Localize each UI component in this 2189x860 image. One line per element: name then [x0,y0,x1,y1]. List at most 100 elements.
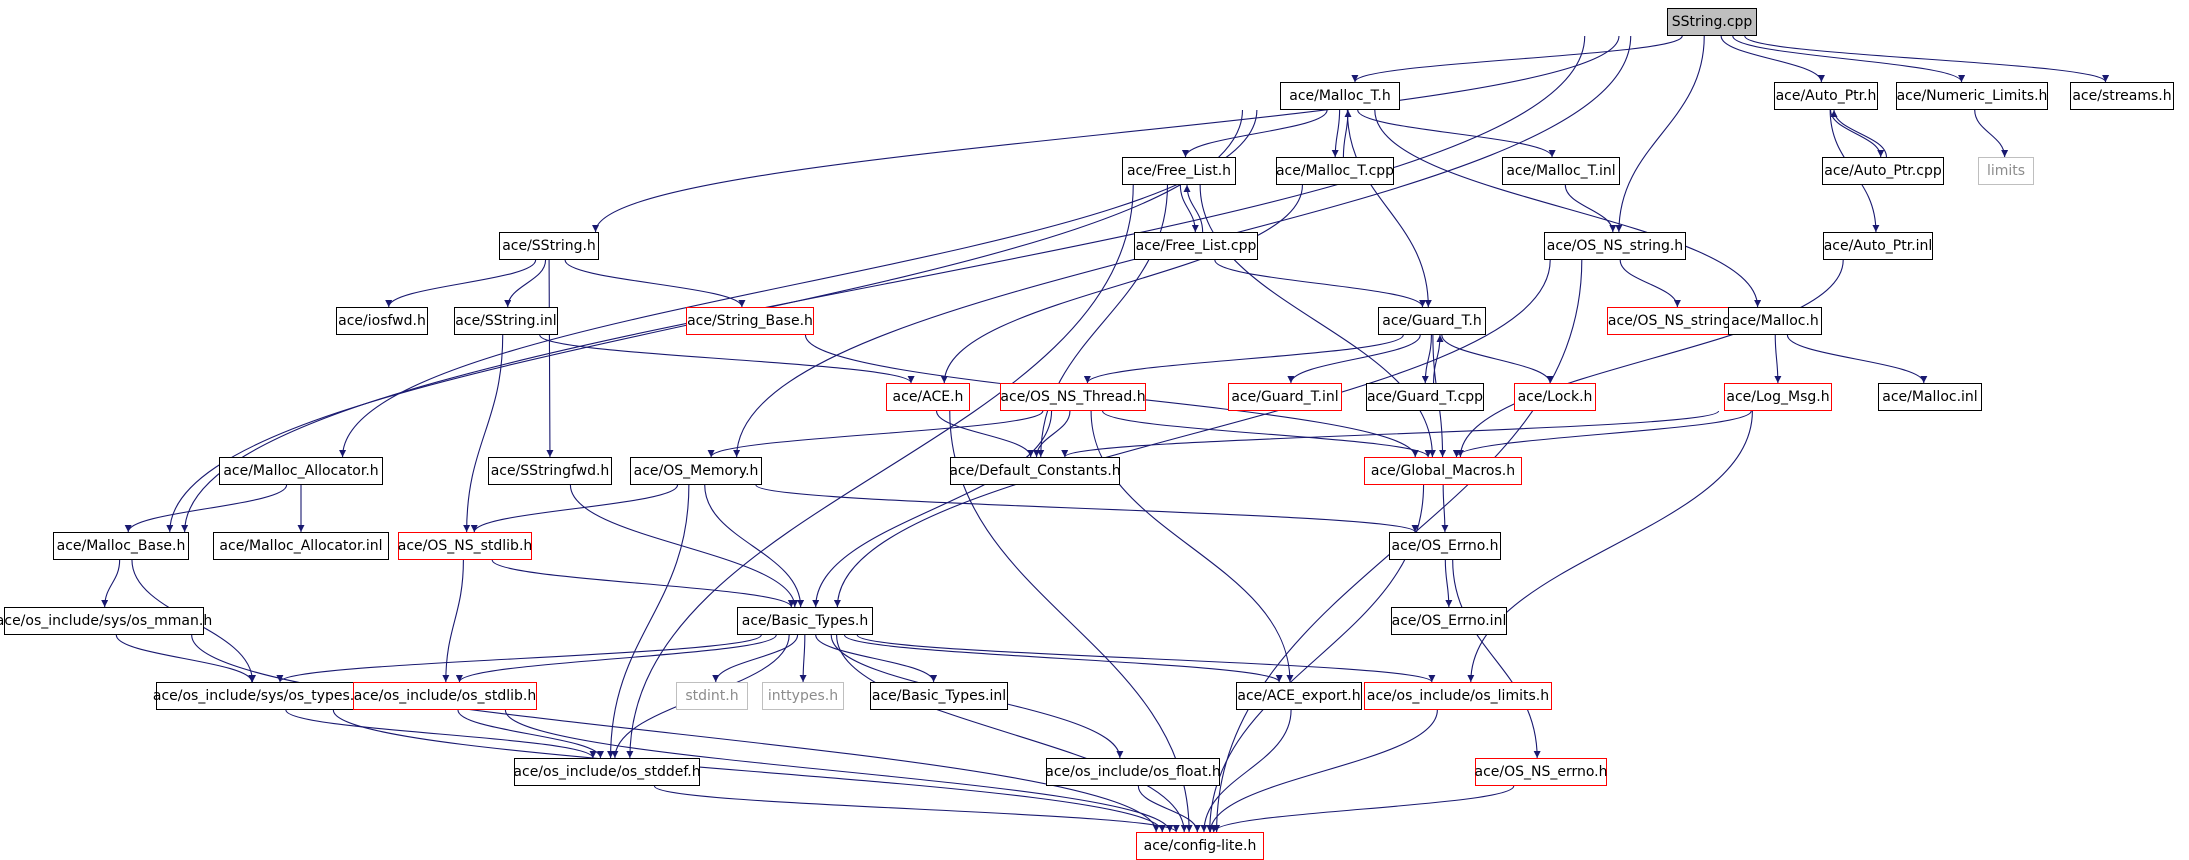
edge-free-list-cpp-to-free-list-h [1183,184,1204,233]
edge-os-stdlib-h-to-os-stddef-h [457,709,604,759]
node-os-ns-stdlib-h[interactable]: ace/OS_NS_stdlib.h [398,532,532,560]
edge-os-limits-h-to-config-lite-h [1206,709,1438,833]
edge-os-ns-errno-h-to-config-lite-h [1210,785,1515,833]
edge-os-memory-h-to-basic-types-h [704,484,805,608]
edge-log-msg-h-to-os-limits-h [1467,410,1753,683]
node-malloc-base-h[interactable]: ace/Malloc_Base.h [53,532,189,560]
node-guard-t-inl[interactable]: ace/Guard_T.inl [1228,383,1342,411]
node-ace-export-h[interactable]: ace/ACE_export.h [1236,682,1362,710]
node-root: SString.cpp [1667,8,1757,36]
node-auto-ptr-inl[interactable]: ace/Auto_Ptr.inl [1823,232,1933,260]
node-os-stddef-h[interactable]: ace/os_include/os_stddef.h [513,758,701,786]
edge-guard-t-cpp-to-guard-t-h [1433,334,1444,384]
node-malloc-t-h[interactable]: ace/Malloc_T.h [1280,82,1400,110]
node-os-ns-errno-h[interactable]: ace/OS_NS_errno.h [1474,758,1608,786]
edge-malloc-t-h-to-free-list-h [1181,109,1328,158]
edge-free-list-h-to-default-constants-h [1037,184,1169,458]
node-malloc-t-inl[interactable]: ace/Malloc_T.inl [1502,157,1620,185]
edge-os-errno-h-to-os-ns-errno-h [1452,559,1541,759]
node-global-macros-h[interactable]: ace/Global_Macros.h [1364,457,1522,485]
node-os-limits-h[interactable]: ace/os_include/os_limits.h [1364,682,1552,710]
node-string-base-h[interactable]: ace/String_Base.h [686,307,814,335]
edge-os-stdlib-h-to-config-lite-h [504,709,1174,833]
node-free-list-h[interactable]: ace/Free_List.h [1122,157,1236,185]
node-config-lite-h[interactable]: ace/config-lite.h [1136,832,1264,860]
edge-malloc-allocator-h-to-malloc-base-h [124,484,288,533]
node-auto-ptr-cpp[interactable]: ace/Auto_Ptr.cpp [1822,157,1944,185]
node-guard-t-cpp[interactable]: ace/Guard_T.cpp [1366,383,1484,411]
edge-free-list-h-to-os-stddef-h [626,184,1134,759]
node-streams-h[interactable]: ace/streams.h [2070,82,2174,110]
node-os-types-h[interactable]: ace/os_include/sys/os_types.h [153,682,363,710]
node-os-stdlib-h[interactable]: ace/os_include/os_stdlib.h [353,682,537,710]
node-free-list-cpp[interactable]: ace/Free_List.cpp [1134,232,1258,260]
edge-malloc-h-to-log-msg-h [1774,334,1782,384]
node-os-ns-thread-h[interactable]: ace/OS_NS_Thread.h [1000,383,1146,411]
edge-os-ns-string-h-to-basic-types-h [833,259,1551,608]
node-sstring-h[interactable]: ace/SString.h [499,232,599,260]
edge-guard-t-h-to-guard-t-inl [1287,334,1421,384]
node-malloc-t-cpp[interactable]: ace/Malloc_T.cpp [1276,157,1394,185]
node-iosfwd-h[interactable]: ace/iosfwd.h [336,307,428,335]
node-os-errno-h[interactable]: ace/OS_Errno.h [1389,532,1501,560]
node-stdint-h: stdint.h [676,682,748,710]
edge-free-list-h-to-free-list-cpp [1179,184,1199,233]
node-malloc-allocator-inl[interactable]: ace/Malloc_Allocator.inl [213,532,389,560]
node-sstring-inl[interactable]: ace/SString.inl [454,307,558,335]
edge-log-msg-h-to-global-macros-h [1453,410,1752,458]
node-malloc-inl[interactable]: ace/Malloc.inl [1878,383,1982,411]
edge-os-ns-thread-h-to-ace-export-h [1090,410,1294,683]
edge-sstring-h-to-sstringfwd-h [546,259,554,458]
edge-malloc-t-h-to-malloc-h [1374,109,1762,308]
node-auto-ptr-h[interactable]: ace/Auto_Ptr.h [1774,82,1878,110]
edge-guard-t-h-to-lock-h [1441,334,1554,384]
node-os-float-h[interactable]: ace/os_include/os_float.h [1045,758,1221,786]
node-malloc-h[interactable]: ace/Malloc.h [1728,307,1822,335]
edge-os-ns-thread-h-to-basic-types-h [812,410,1053,608]
edge-free-list-cpp-to-guard-t-h [1214,259,1426,308]
node-basic-types-h[interactable]: ace/Basic_Types.h [737,607,873,635]
edge-basic-types-h-to-os-limits-h [856,634,1436,683]
node-ace-h[interactable]: ace/ACE.h [886,383,970,411]
node-os-ns-string-h[interactable]: ace/OS_NS_string.h [1544,232,1686,260]
edge-os-memory-h-to-os-ns-stdlib-h [470,484,679,533]
edge-os-types-h-to-os-stddef-h [285,709,597,759]
edge-malloc-h-to-malloc-inl [1786,334,1928,384]
edge-os-mman-h-to-config-lite-h [191,634,1160,833]
edge-sstring-h-to-iosfwd-h [385,259,537,308]
edge-os-ns-thread-h-to-global-macros-h [1102,410,1432,458]
edge-malloc-t-h-to-malloc-t-cpp [1331,109,1341,158]
edge-sstring-h-to-sstring-inl [504,259,547,308]
node-guard-t-h[interactable]: ace/Guard_T.h [1378,307,1486,335]
edge-os-ns-stdlib-h-to-os-stdlib-h [442,559,464,683]
edge-basic-types-h-to-os-types-h [276,634,762,683]
node-lock-h[interactable]: ace/Lock.h [1514,383,1596,411]
node-inttypes-h: inttypes.h [762,682,844,710]
node-basic-types-inl[interactable]: ace/Basic_Types.inl [870,682,1008,710]
node-numeric-limits-h[interactable]: ace/Numeric_Limits.h [1896,82,2048,110]
edge-os-ns-thread-h-to-os-memory-h [707,410,1044,458]
edge-global-macros-h-to-os-errno-h [1441,484,1449,533]
edge-guard-t-h-to-os-ns-thread-h [1083,334,1404,384]
node-default-constants-h[interactable]: ace/Default_Constants.h [949,457,1121,485]
edge-malloc-t-cpp-to-malloc-t-h [1342,109,1352,158]
edge-ace-export-h-to-config-lite-h [1200,709,1292,833]
node-log-msg-h[interactable]: ace/Log_Msg.h [1724,383,1832,411]
node-os-errno-inl[interactable]: ace/OS_Errno.inl [1391,607,1507,635]
edge-auto-ptr-inl-to-global-macros-h [1456,259,1844,458]
node-os-mman-h[interactable]: ace/os_include/sys/os_mman.h [0,607,212,635]
edge-sstring-h-to-string-base-h [564,259,746,308]
edge-basic-types-h-to-basic-types-inl [815,634,938,683]
edge-os-types-h-to-config-lite-h [332,709,1166,833]
node-malloc-allocator-h[interactable]: ace/Malloc_Allocator.h [219,457,383,485]
node-os-memory-h[interactable]: ace/OS_Memory.h [630,457,762,485]
edge-malloc-t-inl-to-os-ns-string-h [1564,184,1617,233]
edge-free-list-h-to-global-macros-h [1199,184,1436,458]
edge-malloc-t-cpp-to-ace-h [940,184,1303,384]
edge-os-mman-h-to-os-types-h [115,634,256,683]
edge-basic-types-h-to-ace-export-h [843,634,1283,683]
node-sstringfwd-h[interactable]: ace/SStringfwd.h [488,457,612,485]
edge-malloc-t-h-to-guard-t-h [1346,109,1432,308]
